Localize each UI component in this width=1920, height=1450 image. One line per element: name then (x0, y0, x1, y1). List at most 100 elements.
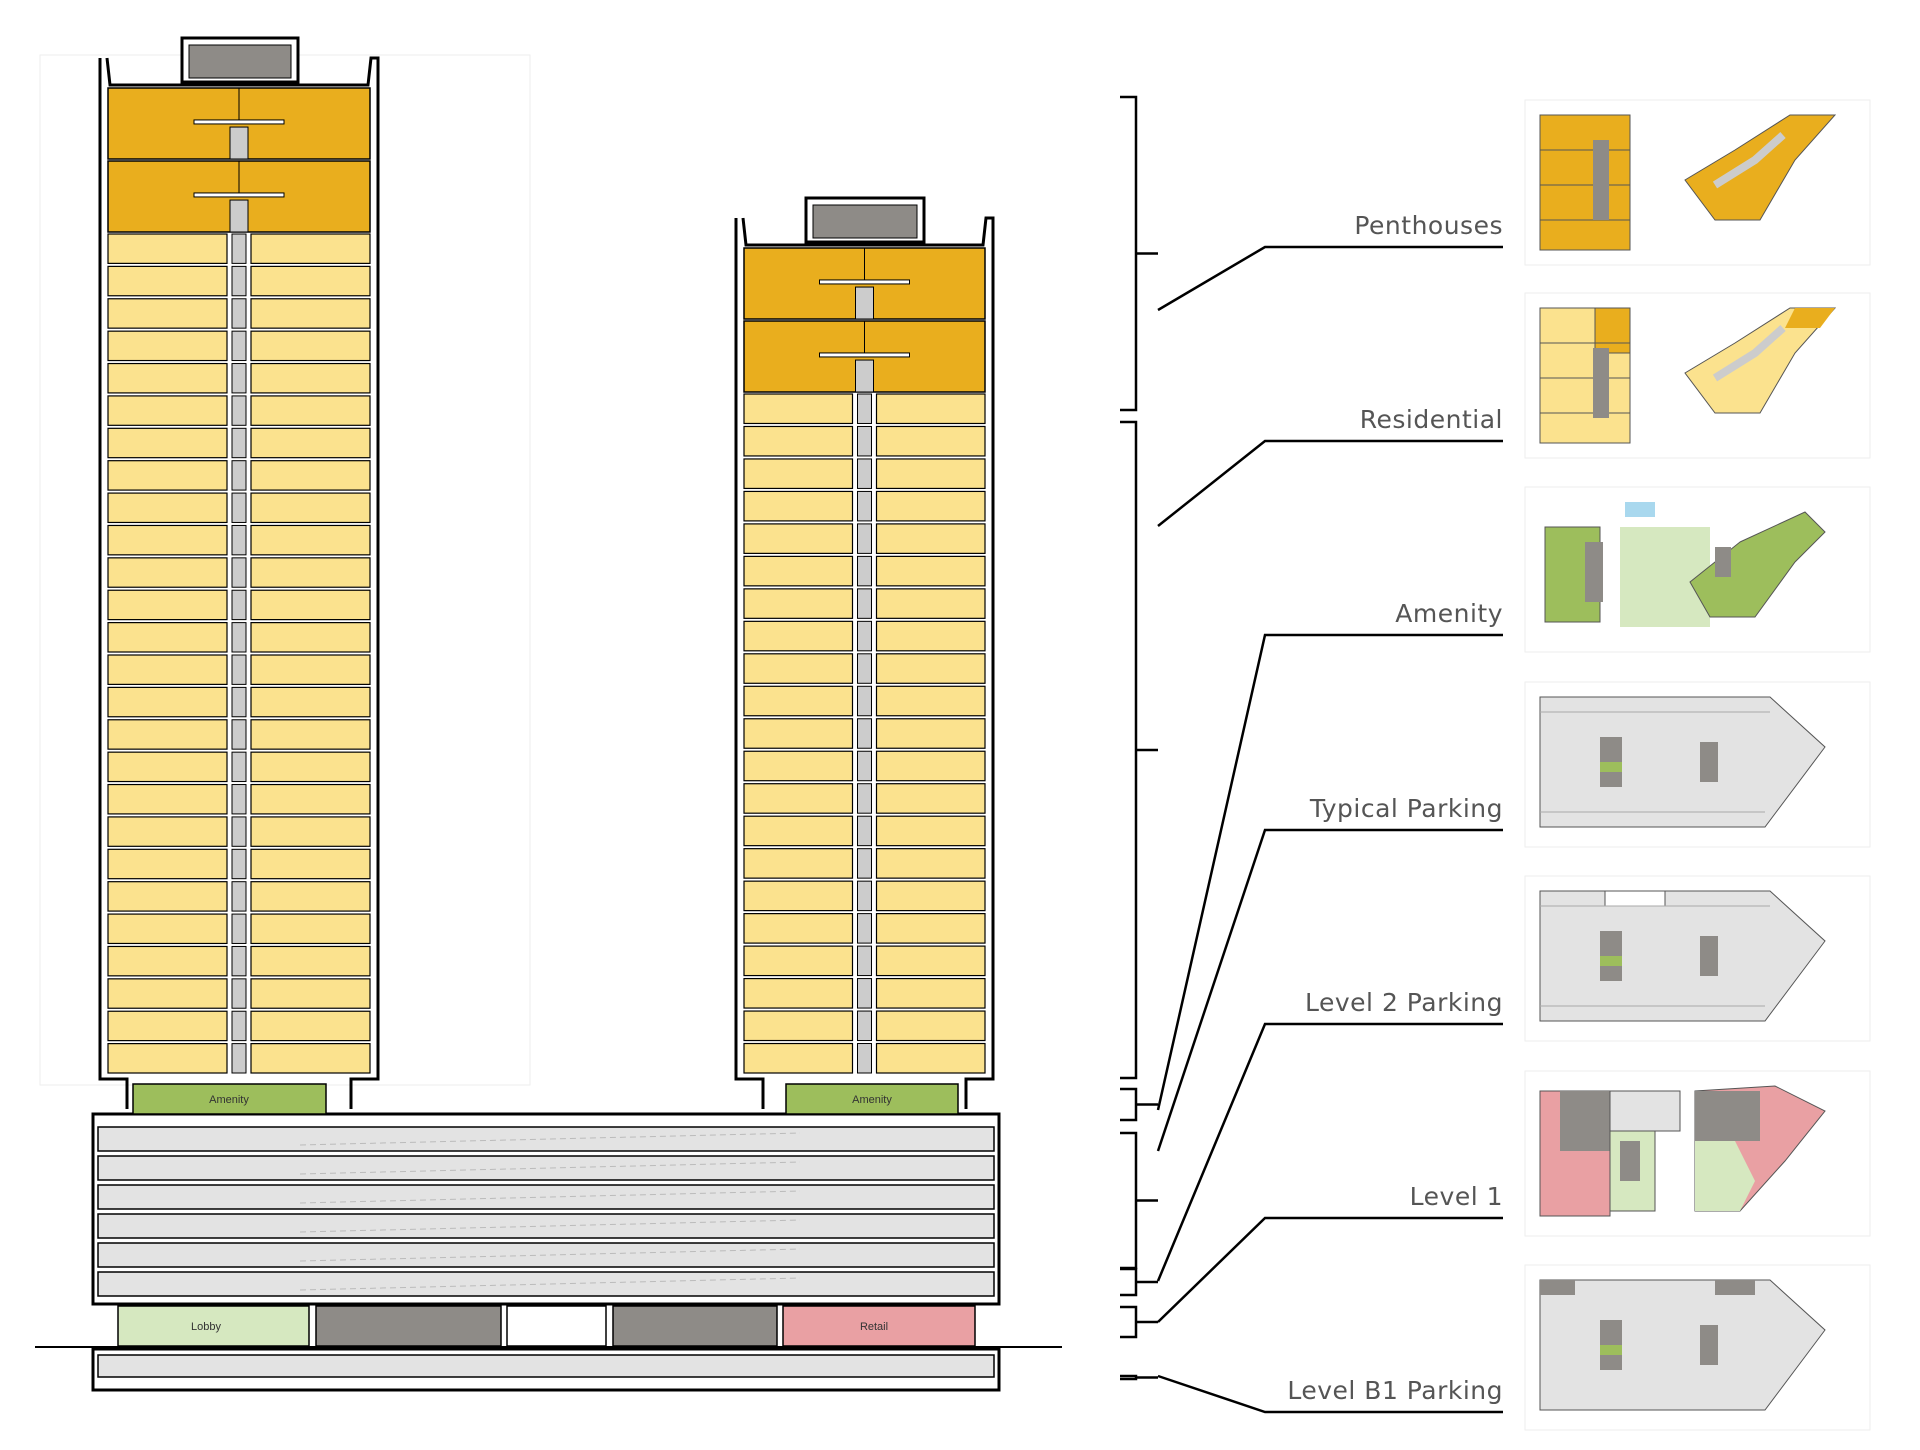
residential-unit (250, 719, 371, 750)
residential-core (231, 978, 247, 1009)
residential-unit (107, 524, 228, 556)
residential-unit (107, 557, 228, 588)
plan-residential (1524, 292, 1871, 459)
ramp-line (299, 1161, 801, 1175)
amenity-band-left (132, 1083, 327, 1115)
residential-unit (107, 492, 228, 524)
penthouse-core (229, 126, 249, 160)
residential-unit (250, 492, 371, 524)
bracket (1120, 1374, 1158, 1381)
retail-tag: Retail (860, 1321, 888, 1333)
residential-unit (875, 977, 986, 1009)
ramp-line (299, 1132, 801, 1146)
residential-unit (107, 233, 228, 264)
residential-unit (743, 393, 854, 425)
residential-core (857, 978, 872, 1009)
residential-unit (875, 1042, 986, 1074)
residential-unit (875, 523, 986, 554)
residential-unit (250, 460, 371, 491)
residential-unit (875, 490, 986, 522)
residential-unit (250, 265, 371, 297)
residential-core (857, 913, 872, 944)
label-residential: Residential (1360, 405, 1503, 434)
open-space (506, 1305, 607, 1347)
residential-unit (107, 460, 228, 491)
residential-unit (250, 557, 371, 588)
podium-floor (97, 1271, 995, 1297)
ramp-line (299, 1248, 801, 1262)
residential-core (857, 653, 872, 684)
residential-core (857, 555, 872, 587)
bracket (1120, 1087, 1158, 1122)
leader-line (1156, 1022, 1503, 1282)
podium-parking-floors (97, 1126, 995, 1297)
residential-core (857, 620, 872, 652)
residential-unit (743, 977, 854, 1009)
tower-outline (98, 56, 380, 1109)
residential-core (231, 1043, 247, 1074)
label-levelb1-parking: Level B1 Parking (1287, 1376, 1503, 1405)
residential-unit (250, 330, 371, 362)
label-level2-parking: Level 2 Parking (1305, 988, 1503, 1017)
residential-core (857, 718, 872, 749)
plan-penthouses (1524, 99, 1871, 266)
residential-unit (743, 588, 854, 619)
residential-core (231, 427, 247, 459)
leader-line (1157, 1374, 1503, 1414)
penthouse-corridor (819, 279, 910, 285)
leader-line (1157, 1216, 1503, 1323)
residential-core (857, 458, 872, 489)
residential-unit (250, 978, 371, 1009)
residential-core (857, 588, 872, 619)
residential-core (231, 1010, 247, 1042)
tower-right (734, 196, 995, 1109)
residential-unit (743, 425, 854, 457)
bracket (1120, 95, 1158, 412)
podium-floor (97, 1126, 995, 1152)
residential-unit (250, 524, 371, 556)
residential-unit (743, 848, 854, 879)
leader-lines (1156, 245, 1503, 1414)
residential-unit (250, 1010, 371, 1042)
residential-unit (743, 945, 854, 977)
residential-core (857, 490, 872, 522)
penthouse-corridor (193, 192, 285, 198)
core-space-1 (315, 1305, 502, 1347)
plan-level1 (1524, 1070, 1871, 1237)
residential-unit (107, 913, 228, 945)
residential-unit (875, 880, 986, 912)
ramp-line (299, 1277, 801, 1291)
residential-unit (743, 783, 854, 814)
residential-unit (107, 654, 228, 685)
residential-core (231, 233, 247, 264)
residential-unit (875, 425, 986, 457)
residential-unit (250, 783, 371, 815)
basement-parking (97, 1354, 995, 1378)
residential-core (231, 298, 247, 329)
leader-line (1157, 439, 1503, 527)
plan-level2-parking (1524, 875, 1871, 1042)
bracket (1120, 1267, 1158, 1297)
residential-unit (250, 362, 371, 394)
residential-unit (107, 881, 228, 912)
residential-unit (107, 945, 228, 977)
residential-core (231, 363, 247, 394)
residential-unit (250, 654, 371, 685)
residential-core (231, 848, 247, 880)
lobby-tag: Lobby (191, 1321, 221, 1333)
residential-unit (743, 913, 854, 944)
residential-core (857, 425, 872, 457)
podium-floor (97, 1213, 995, 1239)
penthouse-core (855, 359, 874, 393)
residential-unit (107, 751, 228, 783)
residential-core (231, 492, 247, 523)
residential-core (231, 913, 247, 944)
section-brackets (1120, 95, 1158, 1381)
residential-core (231, 524, 247, 556)
residential-unit (743, 555, 854, 587)
residential-unit (107, 330, 228, 362)
residential-core (231, 395, 247, 426)
residential-unit (107, 816, 228, 847)
label-level1: Level 1 (1410, 1182, 1503, 1211)
